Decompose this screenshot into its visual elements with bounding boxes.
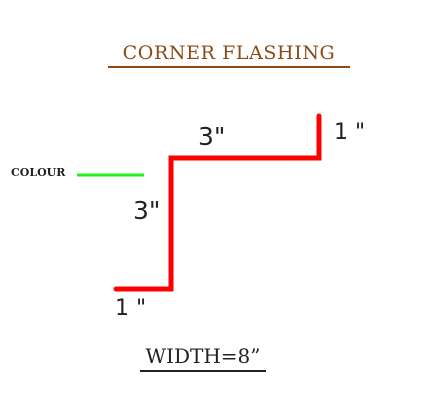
- diagram-title: CORNER FLASHING: [122, 42, 336, 64]
- dimension-top-return: 1 ": [334, 120, 366, 145]
- flashing-profile-line: [113, 113, 322, 292]
- dimension-top-horizontal: 3": [198, 122, 226, 151]
- dimension-vertical: 3": [133, 196, 161, 225]
- colour-label: COLOUR: [11, 166, 66, 179]
- dimension-bottom-return: 1 ": [115, 296, 147, 321]
- width-label: WIDTH=8”: [145, 344, 261, 368]
- title-underline: [108, 66, 350, 68]
- width-underline: [140, 370, 266, 372]
